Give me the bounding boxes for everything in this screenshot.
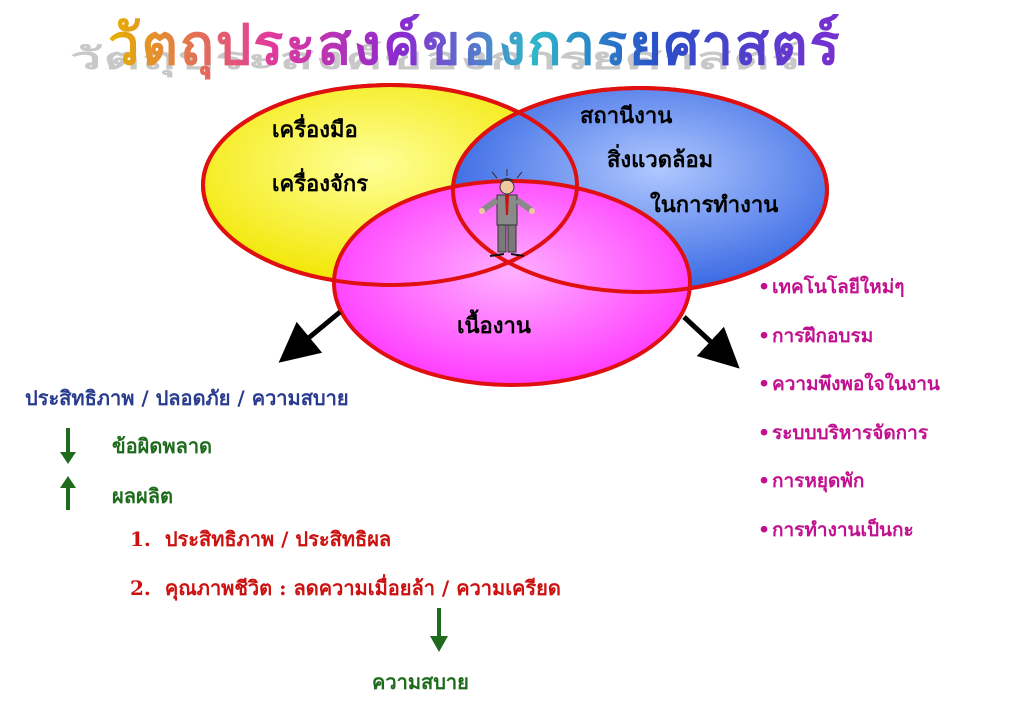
list-item: •ความพึงพอใจในงาน [758, 373, 940, 395]
venn-label-tools: เครื่องมือ [272, 117, 358, 143]
venn-label-machines: เครื่องจักร [272, 171, 369, 197]
list-item: •การหยุดพัก [758, 470, 865, 492]
title-area: วัตถุประสงค์ของการยศาสตร์ วัตถุประสงค์ขอ… [0, 0, 1023, 90]
arrow-down-icon [60, 428, 76, 464]
list-item: •เทคโนโลยีใหม่ๆ [758, 276, 905, 298]
productivity-label: ผลผลิต [112, 484, 173, 508]
venn-label-task: เนื้องาน [457, 313, 531, 339]
arrow-down-result-icon [430, 608, 448, 652]
list-item: •การฝึกอบรม [758, 324, 874, 347]
page-title: วัตถุประสงค์ของการยศาสตร์ [108, 0, 842, 89]
errors-label: ข้อผิดพลาด [112, 434, 213, 458]
numbered-item-2: 2. คุณภาพชีวิต : ลดความเมื่อยล้า / ความเ… [130, 576, 561, 600]
arrow-left [278, 310, 342, 363]
arrow-right [682, 315, 740, 369]
factor-list: •เทคโนโลยีใหม่ๆ •การฝึกอบรม •ความพึงพอใจ… [758, 272, 940, 563]
numbered-item-1: 1. ประสิทธิภาพ / ประสิทธิผล [130, 527, 392, 551]
venn-label-at-work: ในการทำงาน [650, 192, 779, 218]
outcomes-headline: ประสิทธิภาพ / ปลอดภัย / ความสบาย [25, 386, 349, 410]
comfort-result: ความสบาย [372, 670, 469, 694]
venn-label-environment: สิ่งแวดล้อม [607, 147, 714, 173]
list-item: •ระบบบริหารจัดการ [758, 421, 929, 444]
venn-label-workstation: สถานีงาน [580, 103, 673, 129]
list-item: •การทำงานเป็นกะ [758, 518, 914, 541]
arrow-up-icon [60, 476, 76, 510]
title-shadow: วัตถุประสงค์ของการยศาสตร์ [70, 34, 804, 83]
worker-figure-icon [479, 169, 535, 257]
